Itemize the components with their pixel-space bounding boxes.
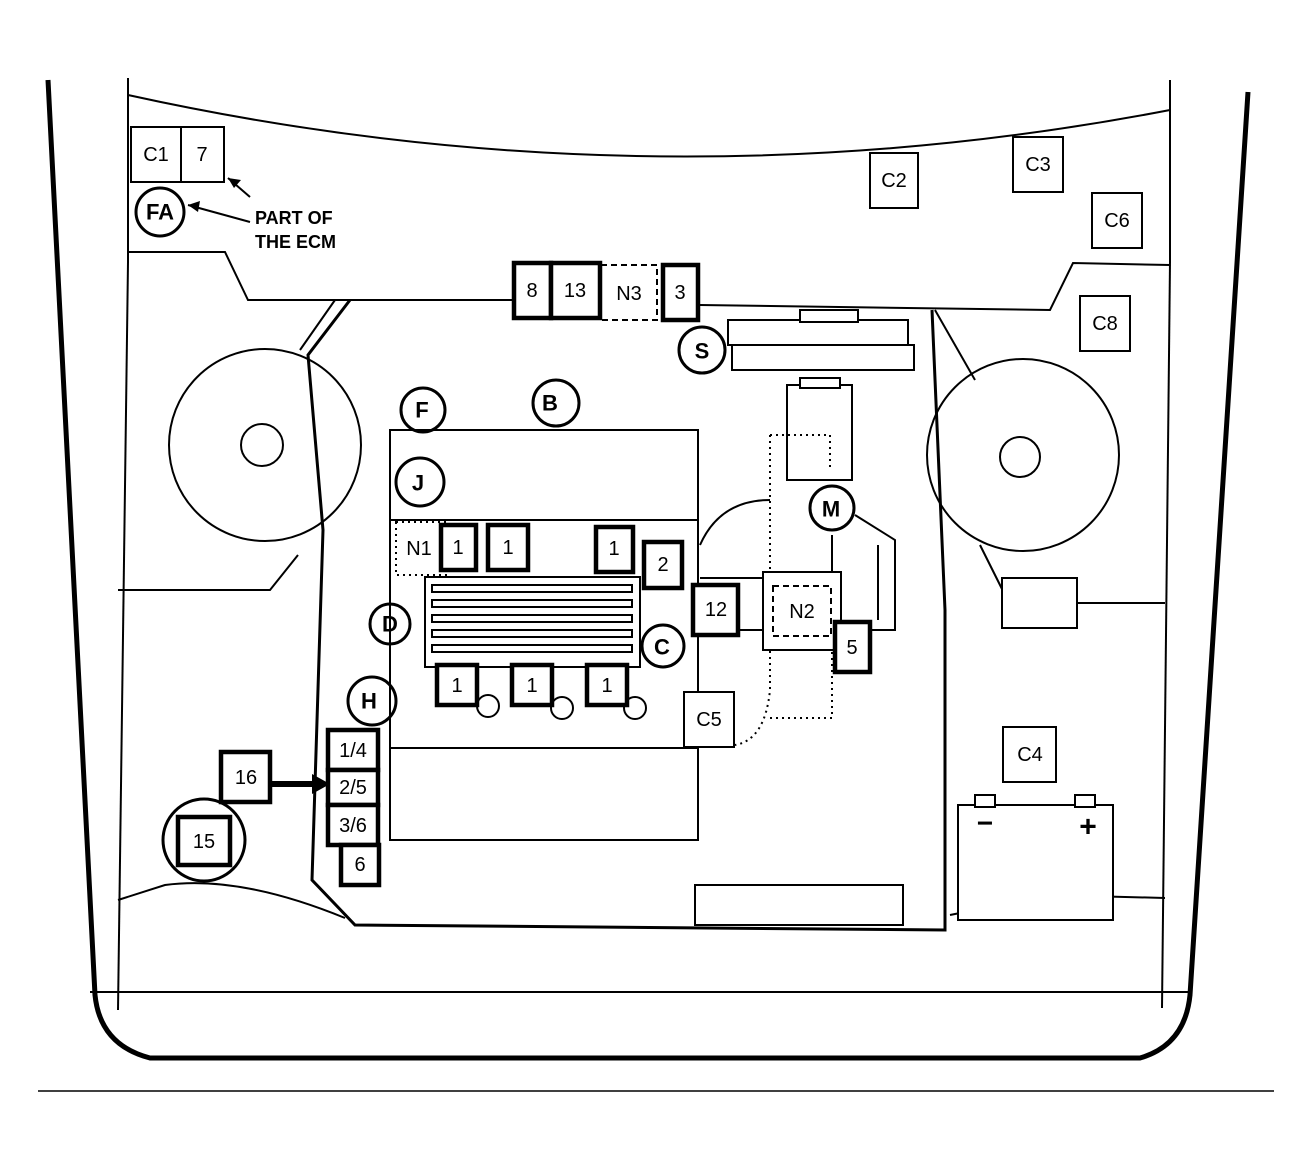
right-wheel-housing [926,358,1165,629]
circle-c: C [640,623,686,669]
component-c3: C3 [1012,136,1064,193]
component-1d: 1 [434,662,480,708]
battery-minus: − [977,808,993,839]
engine-block [389,429,904,926]
component-1a: 1 [438,522,479,573]
svg-text:15: 15 [193,831,215,853]
component-c1: C1 [130,126,182,183]
component-n1: N1 [406,538,432,560]
svg-text:1: 1 [608,538,619,560]
svg-text:6: 6 [354,854,365,876]
injector-bulb-3 [623,696,647,720]
svg-text:C6: C6 [1104,210,1130,232]
svg-text:B: B [542,391,558,416]
svg-text:N2: N2 [789,601,815,623]
component-3: 3 [660,262,701,323]
intake-manifold [424,576,641,668]
svg-text:1: 1 [526,675,537,697]
component-1e: 1 [509,662,555,708]
left-strut-tower [168,348,362,542]
svg-text:2/5: 2/5 [339,777,367,799]
right-module [1001,577,1078,629]
left-strut-center [240,423,284,467]
component-8: 8 [511,260,554,321]
svg-text:F: F [415,398,428,423]
component-c2: C2 [869,152,919,209]
svg-text:C5: C5 [696,709,722,731]
svg-text:1/4: 1/4 [339,740,367,762]
component-1b: 1 [485,522,531,573]
svg-text:C4: C4 [1017,744,1043,766]
arrow-16-to-25 [270,774,330,794]
component-2-5: 2/5 [325,767,381,808]
circle-fa: FA [134,186,186,238]
component-12: 12 [690,582,741,638]
component-n2: N2 [762,571,842,651]
circle-m: M [808,484,856,532]
right-strut-tower [926,358,1120,552]
svg-text:J: J [412,471,424,496]
component-c4: C4 [1002,726,1057,783]
svg-text:M: M [822,497,840,522]
engine-tray [299,299,976,932]
circle-f: F [399,386,447,434]
component-c8: C8 [1079,295,1131,352]
component-1f: 1 [584,662,630,708]
svg-text:16: 16 [235,767,257,789]
svg-text:S: S [695,339,710,364]
circle-h: H [346,675,398,727]
circle-b: B [531,378,581,428]
component-1c: 1 [593,524,636,575]
battery: − + [957,794,1114,921]
right-strut-center [999,436,1041,478]
air-cleaner-assembly [727,309,915,481]
ecm-callout: PART OF THE ECM [187,177,336,252]
component-15: 15 [161,797,247,883]
ecm-note-line2: THE ECM [255,232,336,252]
svg-text:C1: C1 [143,144,169,166]
svg-text:D: D [382,612,398,637]
component-n3: N3 [600,264,658,321]
svg-text:5: 5 [846,637,857,659]
component-7: 7 [180,126,225,183]
svg-text:C8: C8 [1092,313,1118,335]
component-c6: C6 [1091,192,1143,249]
circle-j: J [394,456,446,508]
svg-text:3/6: 3/6 [339,815,367,837]
component-16: 16 [218,749,273,805]
component-2: 2 [641,539,685,591]
injector-bulb-2 [550,696,574,720]
component-c5: C5 [683,691,735,748]
svg-text:13: 13 [564,280,586,302]
svg-text:1: 1 [452,537,463,559]
svg-text:C: C [654,635,670,660]
battery-plus: + [1079,811,1097,844]
left-wheel-housing [118,348,362,591]
component-6: 6 [338,842,382,888]
svg-text:1: 1 [502,537,513,559]
svg-text:FA: FA [146,200,174,225]
circle-d: D [368,602,412,646]
component-1-4: 1/4 [325,727,381,773]
svg-text:N3: N3 [616,283,642,305]
component-3-6: 3/6 [325,802,381,848]
component-5: 5 [832,619,873,675]
svg-text:1: 1 [601,675,612,697]
svg-text:C3: C3 [1025,154,1051,176]
svg-text:1: 1 [451,675,462,697]
svg-text:3: 3 [674,282,685,304]
svg-text:12: 12 [705,599,727,621]
component-13: 13 [548,260,603,321]
circle-s: S [677,325,727,375]
n1-zone [395,521,447,576]
svg-text:8: 8 [526,280,537,302]
svg-text:7: 7 [196,144,207,166]
svg-text:C2: C2 [881,170,907,192]
ecm-note-line1: PART OF [255,208,333,228]
svg-text:2: 2 [657,554,668,576]
svg-text:H: H [361,689,377,714]
